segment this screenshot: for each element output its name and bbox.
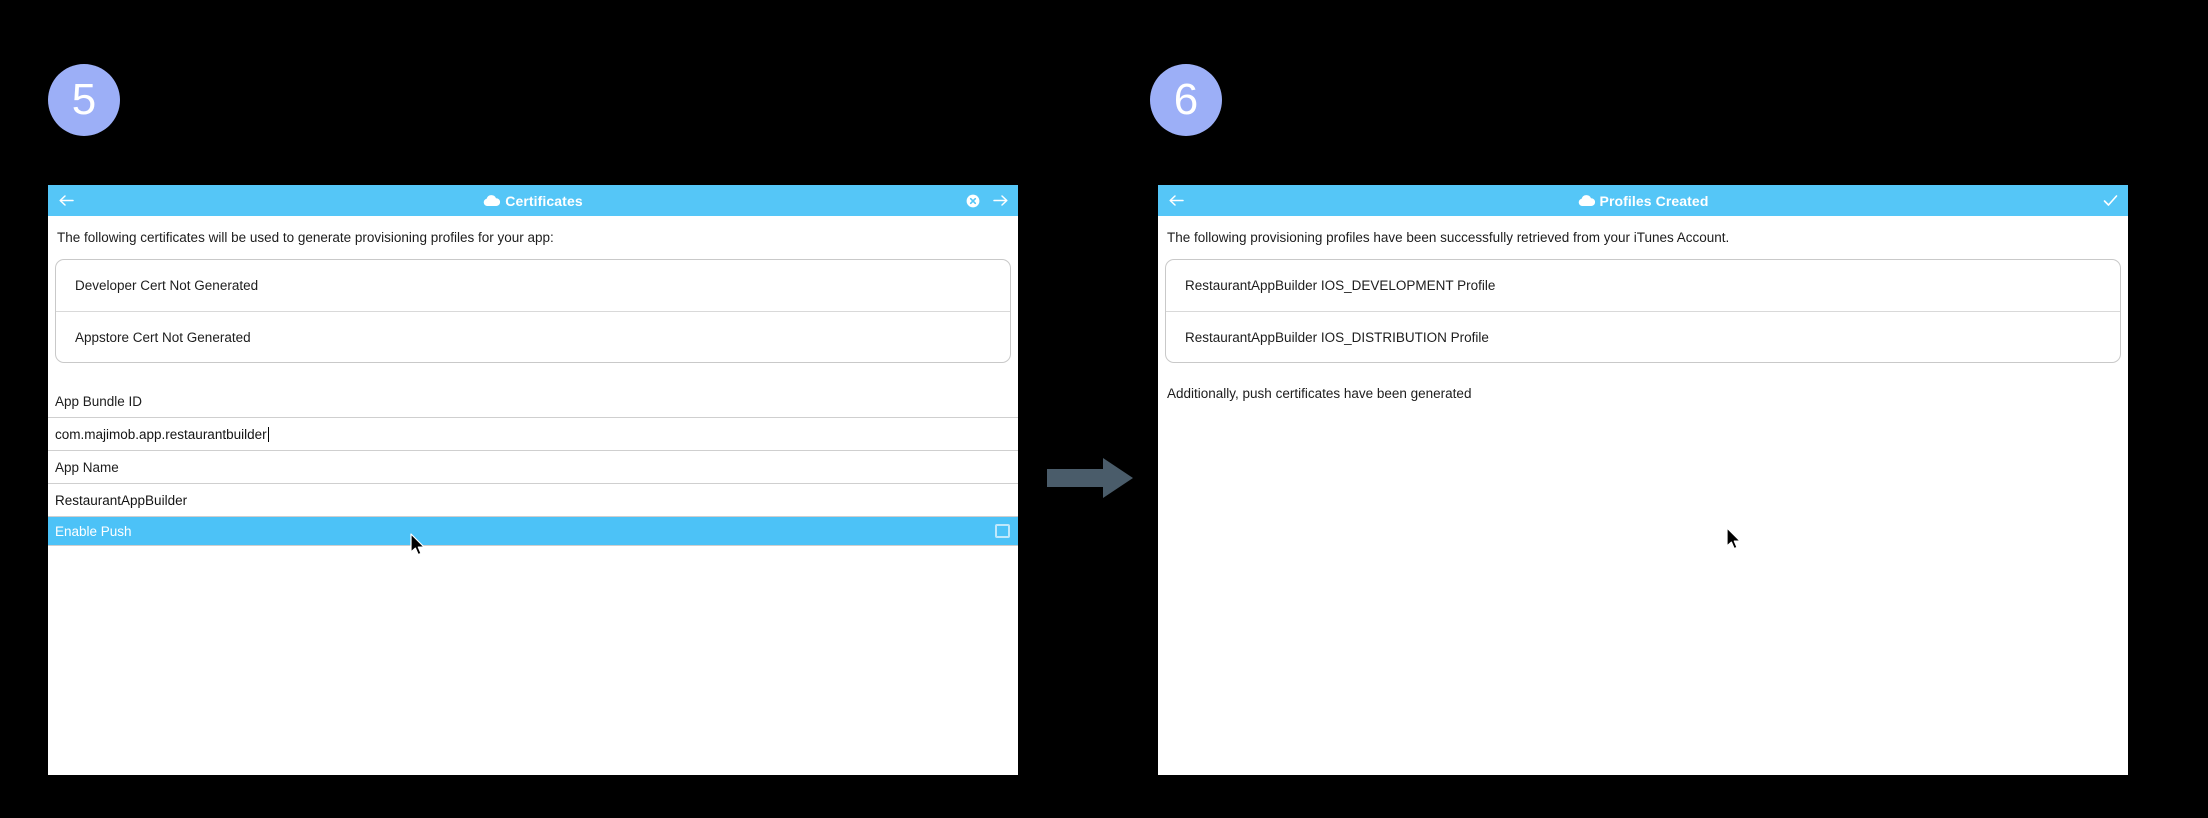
- app-bundle-id-input[interactable]: com.majimob.app.restaurantbuilder: [48, 418, 1018, 452]
- profiles-created-panel: Profiles Created The following provision…: [1158, 185, 2128, 775]
- certificates-header-bar: Certificates: [48, 185, 1018, 216]
- profiles-header-actions: [2102, 185, 2119, 216]
- app-name-label: App Name: [48, 451, 1018, 485]
- app-name-input[interactable]: RestaurantAppBuilder: [48, 484, 1018, 518]
- profiles-body: The following provisioning profiles have…: [1158, 216, 2128, 775]
- enable-push-row[interactable]: Enable Push: [48, 517, 1018, 547]
- app-bundle-id-label: App Bundle ID: [48, 385, 1018, 419]
- page-title: Profiles Created: [1599, 192, 1709, 209]
- certificates-title-group: Certificates: [483, 192, 583, 209]
- enable-push-checkbox[interactable]: [995, 524, 1010, 539]
- step-badge-5: 5: [48, 64, 120, 136]
- profiles-description: The following provisioning profiles have…: [1167, 230, 1730, 245]
- app-name-value: RestaurantAppBuilder: [55, 492, 188, 508]
- cloud-icon: [1578, 194, 1595, 207]
- list-item[interactable]: RestaurantAppBuilder IOS_DEVELOPMENT Pro…: [1185, 278, 1496, 294]
- back-button-step5[interactable]: [58, 185, 75, 216]
- flow-connector: [1045, 455, 1135, 501]
- page-title: Certificates: [505, 192, 583, 209]
- back-arrow-icon: [58, 193, 75, 208]
- app-bundle-id-value: com.majimob.app.restaurantbuilder: [55, 426, 267, 442]
- enable-push-label: Enable Push: [55, 523, 132, 539]
- list-item[interactable]: Appstore Cert Not Generated: [56, 311, 1010, 362]
- push-certificates-note: Additionally, push certificates have bee…: [1167, 386, 1472, 402]
- profiles-card: RestaurantAppBuilder IOS_DEVELOPMENT Pro…: [1165, 259, 2121, 364]
- cloud-icon: [483, 194, 501, 207]
- certificates-header-actions: [966, 185, 1009, 216]
- profiles-header-bar: Profiles Created: [1158, 185, 2128, 216]
- list-item[interactable]: Developer Cert Not Generated: [75, 278, 259, 294]
- checkmark-icon[interactable]: [2102, 193, 2119, 208]
- profiles-title-group: Profiles Created: [1578, 193, 1709, 209]
- text-caret: [267, 426, 269, 442]
- back-button-step6[interactable]: [1168, 185, 1185, 216]
- certificates-body: The following certificates will be used …: [48, 216, 1018, 775]
- certificates-description: The following certificates will be used …: [57, 230, 554, 245]
- right-arrow-icon: [1047, 458, 1133, 498]
- certificates-panel: Certificates The following certificates …: [48, 185, 1018, 775]
- step-badge-6: 6: [1150, 64, 1222, 136]
- back-arrow-icon: [1168, 193, 1185, 208]
- app-settings-form: App Bundle ID com.majimob.app.restaurant…: [48, 385, 1018, 547]
- list-item[interactable]: RestaurantAppBuilder IOS_DISTRIBUTION Pr…: [1166, 311, 2120, 362]
- certificates-card: Developer Cert Not Generated Appstore Ce…: [55, 259, 1011, 364]
- close-circle-icon[interactable]: [966, 194, 980, 208]
- forward-arrow-icon[interactable]: [992, 193, 1009, 208]
